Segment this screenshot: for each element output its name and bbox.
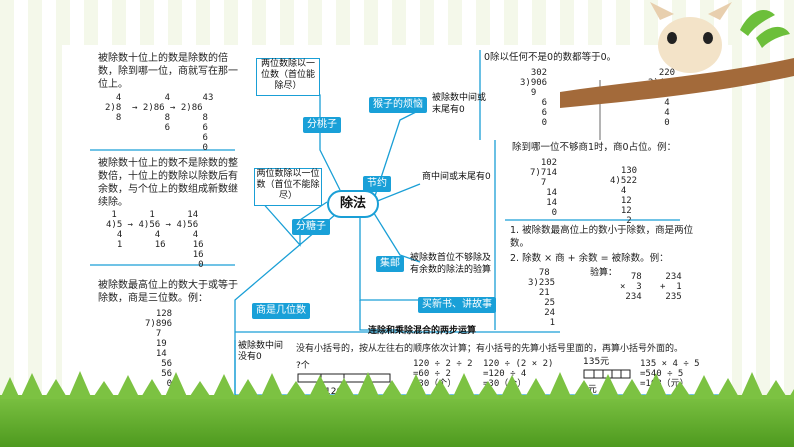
calc-example-3: 135 × 4 ÷ 5 =540 ÷ 5 =108（元） — [640, 359, 700, 389]
note-operation-order: 没有小括号的，按从左往右的顺序依次计算；有小括号的先算小括号里面的，再算小括号外… — [296, 344, 684, 354]
calc-two-digit-not-divisible: 1 1 14 4)5 → 4)56 → 4)56 4 4 4 1 16 16 1… — [106, 210, 204, 270]
label-zero-in-dividend: 被除数中间或末尾有0 — [432, 93, 487, 115]
note-zero-placeholder: 除到哪一位不够商1时，商0占位。例： — [512, 142, 677, 153]
grass-footer — [0, 371, 794, 447]
tag-sharing-peaches: 分桃子 — [303, 117, 341, 133]
calc-check-add: 234 + 1 235 — [660, 272, 682, 302]
calc-stamps: 78 3)235 21 25 24 1 — [528, 268, 556, 328]
label-zero-in-quotient: 商中间或末尾有0 — [422, 172, 491, 182]
tag-stamp-collecting: 集邮 — [376, 256, 404, 272]
center-node-division: 除法 — [327, 190, 379, 218]
tag-buying-books: 买新书、讲故事 — [418, 297, 496, 313]
calc-check-multiply: 78 × 3 234 — [620, 272, 642, 302]
label-division-check: 被除数首位不够除及有余数的除法的验算 — [410, 253, 492, 275]
calc-festival-1: 102 7)714 7 14 14 0 — [530, 158, 558, 218]
cartoon-animal-icon — [658, 17, 722, 73]
note-check-rule: 2. 除数 × 商 + 余数 = 被除数。例： — [510, 253, 669, 264]
label-no-zero-in-dividend: 被除数中间没有0 — [238, 341, 288, 365]
tag-monkey-trouble: 猴子的烦恼 — [369, 97, 427, 113]
note-two-digit-not-divisible: 被除数十位上的数不是除数的整数倍，十位上的数除以除数后有余数，与个位上的数组成新… — [98, 158, 238, 208]
tag-saving: 节约 — [363, 176, 391, 192]
box-two-digit-not-divisible: 两位数除以一位数（首位不能除尽） — [254, 168, 322, 206]
calc-two-digit-divisible: 4 4 43 2)8 → 2)86 → 2)86 8 8 8 6 6 6 0 — [105, 93, 214, 153]
note-two-digit-quotient: 1. 被除数最高位上的数小于除数，商是两位数。 — [510, 225, 694, 249]
label-unknown-count: ?个 — [296, 361, 310, 371]
calc-example-1: 120 ÷ 2 ÷ 2 =60 ÷ 2 =30（个） — [413, 359, 473, 389]
box-two-digit-divisible: 两位数除以一位数（首位能除尽） — [256, 58, 320, 96]
branch-illustration — [560, 2, 794, 108]
note-zero-division: 0除以任何不是0的数都等于0。 — [484, 52, 617, 63]
calc-monkey-1: 302 3)906 9 6 6 0 — [520, 68, 548, 128]
calc-three-digit-quotient: 128 7)896 7 19 14 56 56 0 — [145, 309, 173, 389]
label-135: 135元 — [583, 357, 610, 367]
label-check: 验算： — [590, 268, 618, 278]
note-two-digit-divisible: 被除数十位上的数是除数的倍数，除到哪一位，商就写在那一位上。 — [98, 53, 238, 90]
tag-sharing-candy: 分糖子 — [292, 219, 330, 235]
calc-example-2: 120 ÷ (2 × 2) =120 ÷ 4 =30（个） — [483, 359, 554, 389]
calc-festival-2: 130 4)522 4 12 12 2 — [610, 166, 638, 226]
note-three-digit-quotient: 被除数最高位上的数大于或等于除数，商是三位数。例： — [98, 280, 238, 304]
title-two-step-operations: 连除和乘除混合的两步运算 — [368, 326, 477, 336]
tag-quotient-digits: 商是几位数 — [252, 303, 310, 319]
